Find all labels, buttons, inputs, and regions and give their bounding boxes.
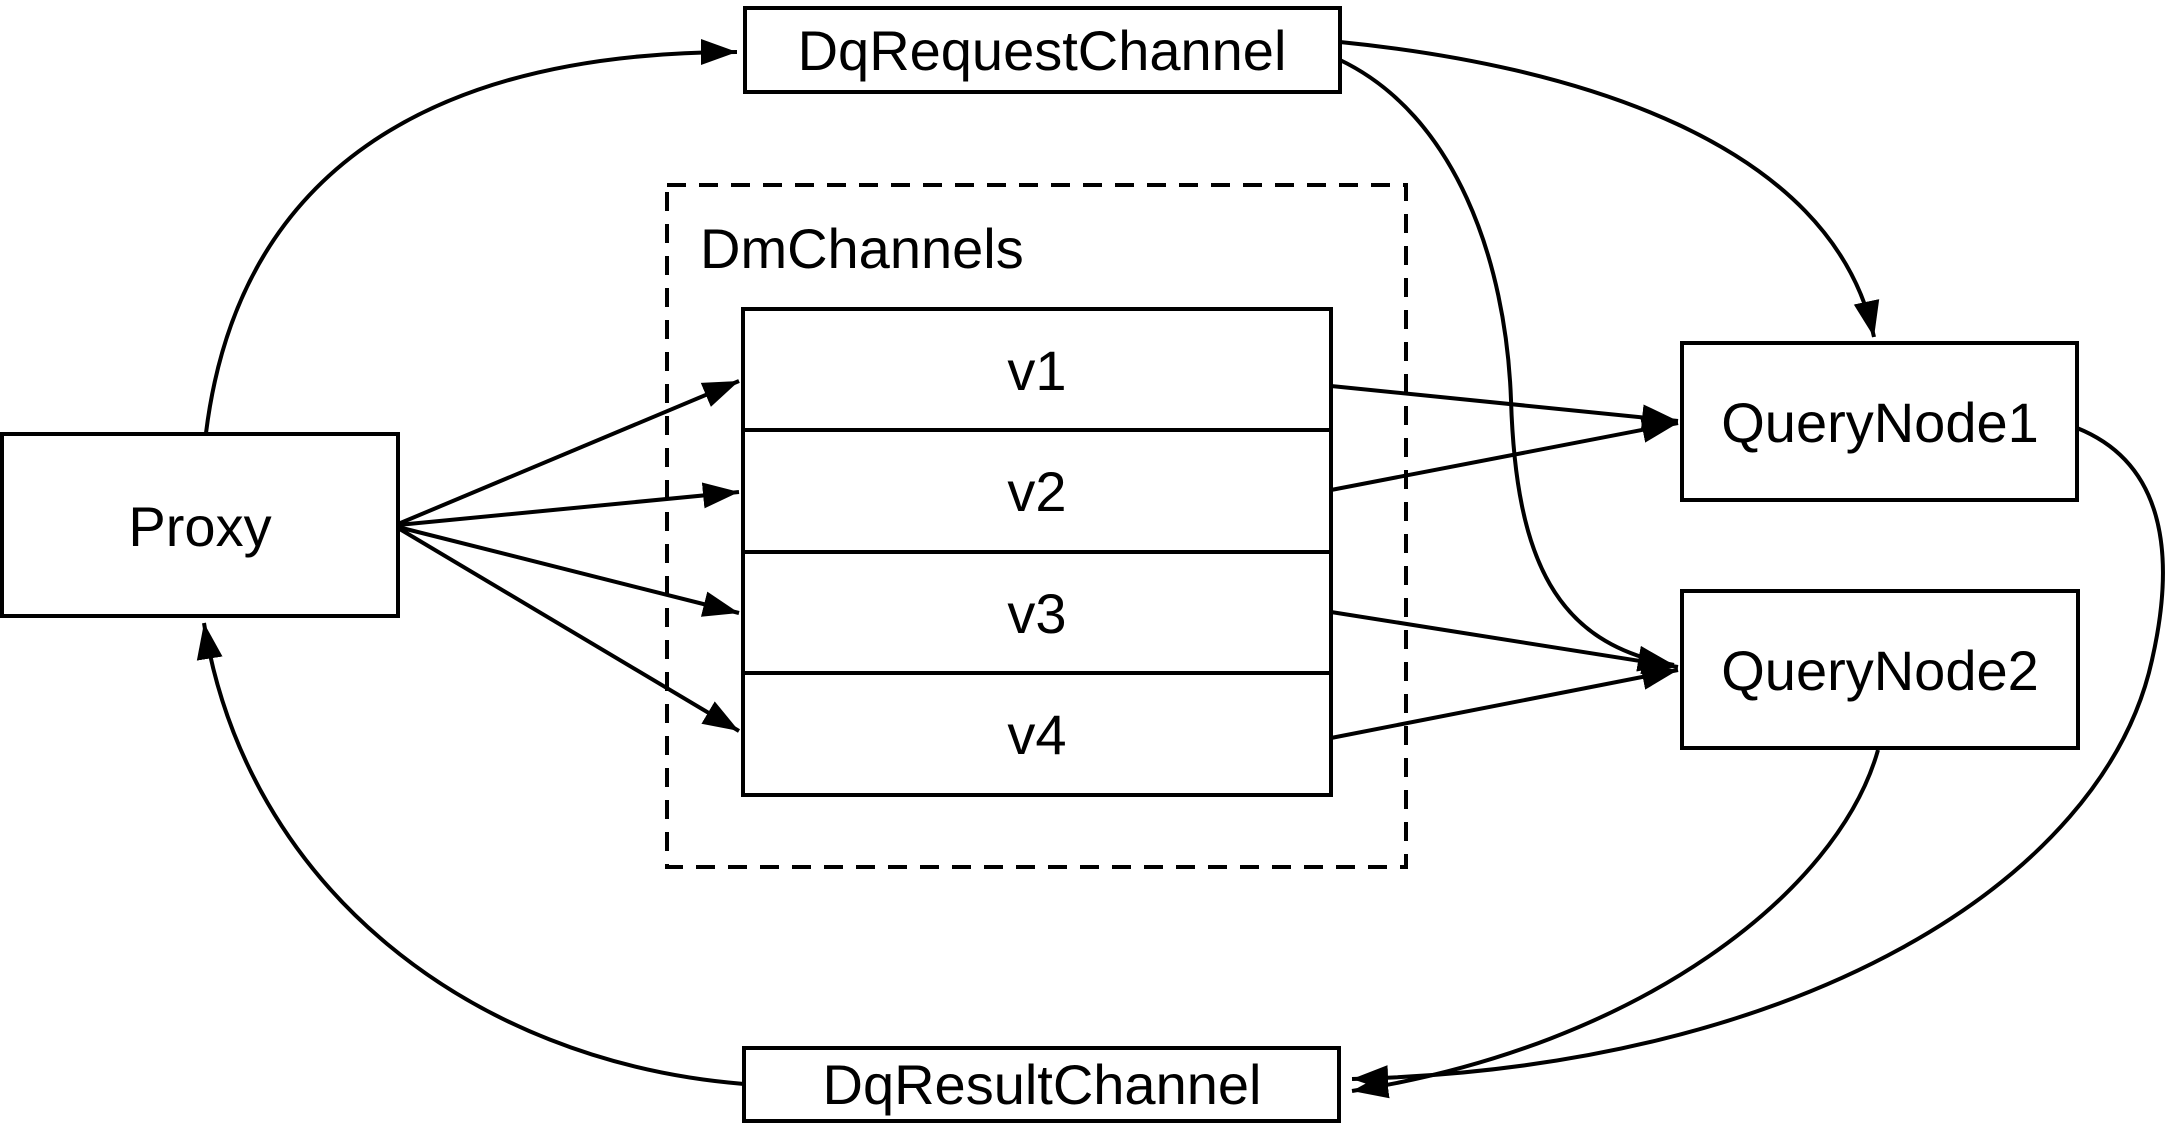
edge-v1-to-querynode1 [1330, 384, 1679, 431]
edge-querynode1-to-dqresultchannel [1351, 426, 2165, 1092]
v3-node-label: v3 [1007, 582, 1066, 645]
edge-dqrequestchannel-to-querynode2 [1339, 58, 1675, 672]
querynode2-node-box [1680, 589, 2080, 750]
v1-node-label: v1 [1007, 339, 1066, 402]
dqresultchannel-node-label: DqResultChannel [823, 1053, 1262, 1116]
edge-v4-to-querynode2 [1330, 664, 1679, 740]
v2-node-label: v2 [1007, 460, 1066, 523]
edge-proxy-to-v4 [396, 526, 741, 733]
dqresultchannel-node-box [742, 1046, 1341, 1123]
edge-dqresultchannel-to-proxy [196, 622, 745, 1086]
querynode1-node-box [1680, 341, 2079, 502]
querynode1-node-label: QueryNode1 [1721, 391, 2039, 454]
dqrequestchannel-node-label: DqRequestChannel [798, 19, 1287, 82]
v4-node-label: v4 [1007, 703, 1066, 766]
edge-v3-to-querynode2 [1330, 610, 1679, 675]
proxy-node-box [0, 432, 400, 618]
nodes-layer: DmChannels DqRequestChannel Proxy v1 v2 … [0, 6, 2080, 1123]
edge-proxy-to-v2 [397, 482, 740, 527]
edge-proxy-to-dqrequestchannel [204, 39, 738, 434]
edge-querynode2-to-dqresultchannel [1351, 749, 1880, 1099]
edge-v2-to-querynode1 [1330, 417, 1679, 492]
edge-proxy-to-v3 [397, 525, 740, 617]
proxy-node-label: Proxy [128, 495, 271, 558]
edges-layer [196, 39, 2165, 1099]
dmchannels-group-label: DmChannels [700, 217, 1024, 280]
edge-dqrequestchannel-to-querynode1 [1339, 40, 1880, 338]
querynode2-node-label: QueryNode2 [1721, 639, 2039, 702]
dmchannels-group-box [665, 183, 1408, 869]
dqrequestchannel-node-box [743, 6, 1342, 94]
edge-proxy-to-v1 [397, 379, 740, 526]
